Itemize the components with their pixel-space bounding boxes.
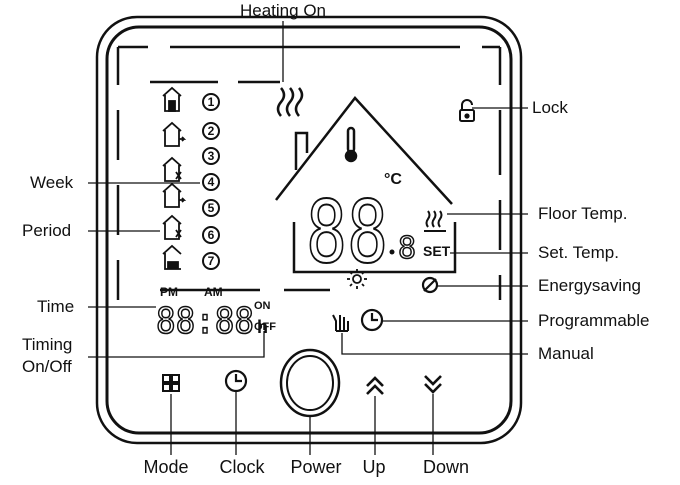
day-number-6: 6 — [208, 228, 215, 242]
clock-label: Clock — [219, 457, 265, 477]
am-indicator: AM — [204, 285, 223, 299]
decimal-digit: 8 — [398, 231, 416, 266]
device-inner-frame — [105, 25, 513, 435]
timing-label-line2: On/Off — [22, 357, 72, 376]
manual-label: Manual — [538, 344, 594, 363]
day-2-house-icon — [162, 121, 187, 147]
down-label: Down — [422, 457, 470, 477]
day-number-2: 2 — [208, 124, 215, 138]
floor-heating-icon — [424, 210, 446, 232]
lock-label: Lock — [532, 98, 568, 117]
mode-label: Mode — [143, 457, 189, 477]
thermometer-icon — [344, 126, 358, 163]
set-temp-label: Set. Temp. — [538, 243, 619, 262]
device-outer-frame — [95, 15, 523, 445]
programmable-clock-icon — [360, 308, 384, 332]
period-label: Period — [22, 221, 72, 240]
clock-button[interactable] — [224, 369, 248, 393]
hour-unit: h — [257, 317, 268, 337]
set-indicator: SET — [423, 243, 451, 259]
timing-callout — [88, 331, 265, 358]
power-button[interactable] — [279, 348, 341, 418]
timing-off-indicator: OFF — [254, 321, 276, 333]
timing-on-indicator: ON — [254, 300, 271, 312]
heating-on-label: Heating On — [240, 1, 326, 20]
programmable-label: Programmable — [538, 311, 650, 330]
day-number-7: 7 — [208, 254, 215, 268]
timing-label-line1: Timing — [22, 335, 73, 354]
day-number-1: 1 — [208, 95, 215, 109]
celsius-unit: °C — [384, 171, 402, 188]
time-digits: 88:88 — [156, 301, 254, 342]
day-3-house-icon — [162, 156, 182, 182]
sun-icon — [347, 269, 367, 289]
mode-button[interactable] — [162, 374, 180, 392]
house-outline — [275, 96, 457, 274]
callout-lines — [88, 21, 528, 455]
day-5-house-icon — [162, 214, 182, 240]
energysaving-leaf-icon — [421, 276, 439, 294]
manual-callout — [341, 333, 528, 355]
day-1-house-icon — [162, 86, 182, 112]
week-day-icons — [162, 86, 187, 270]
energysaving-label: Energysaving — [538, 276, 642, 295]
display-frame — [116, 45, 502, 300]
floor-temp-label: Floor Temp. — [538, 204, 628, 223]
day-number-3: 3 — [208, 149, 215, 163]
down-button[interactable] — [424, 375, 442, 394]
display-separators — [150, 80, 330, 292]
manual-hand-icon — [332, 314, 349, 332]
day-number-5: 5 — [208, 201, 215, 215]
day-4-house-icon — [162, 182, 187, 208]
week-day-numbers — [202, 93, 220, 270]
day-6-house-icon — [162, 244, 182, 270]
week-day-number-labels: 1 2 3 4 5 6 7 — [208, 95, 215, 268]
temperature-digits: 88 — [306, 183, 388, 283]
power-label: Power — [290, 457, 342, 477]
day-number-4: 4 — [208, 175, 215, 189]
pm-indicator: PM — [160, 285, 178, 299]
time-label: Time — [37, 297, 75, 316]
decimal-point — [389, 249, 395, 255]
up-button[interactable] — [366, 376, 384, 395]
heating-waves-icon — [276, 87, 304, 117]
up-label: Up — [362, 457, 386, 477]
week-label: Week — [30, 173, 74, 192]
lock-icon — [459, 99, 475, 122]
